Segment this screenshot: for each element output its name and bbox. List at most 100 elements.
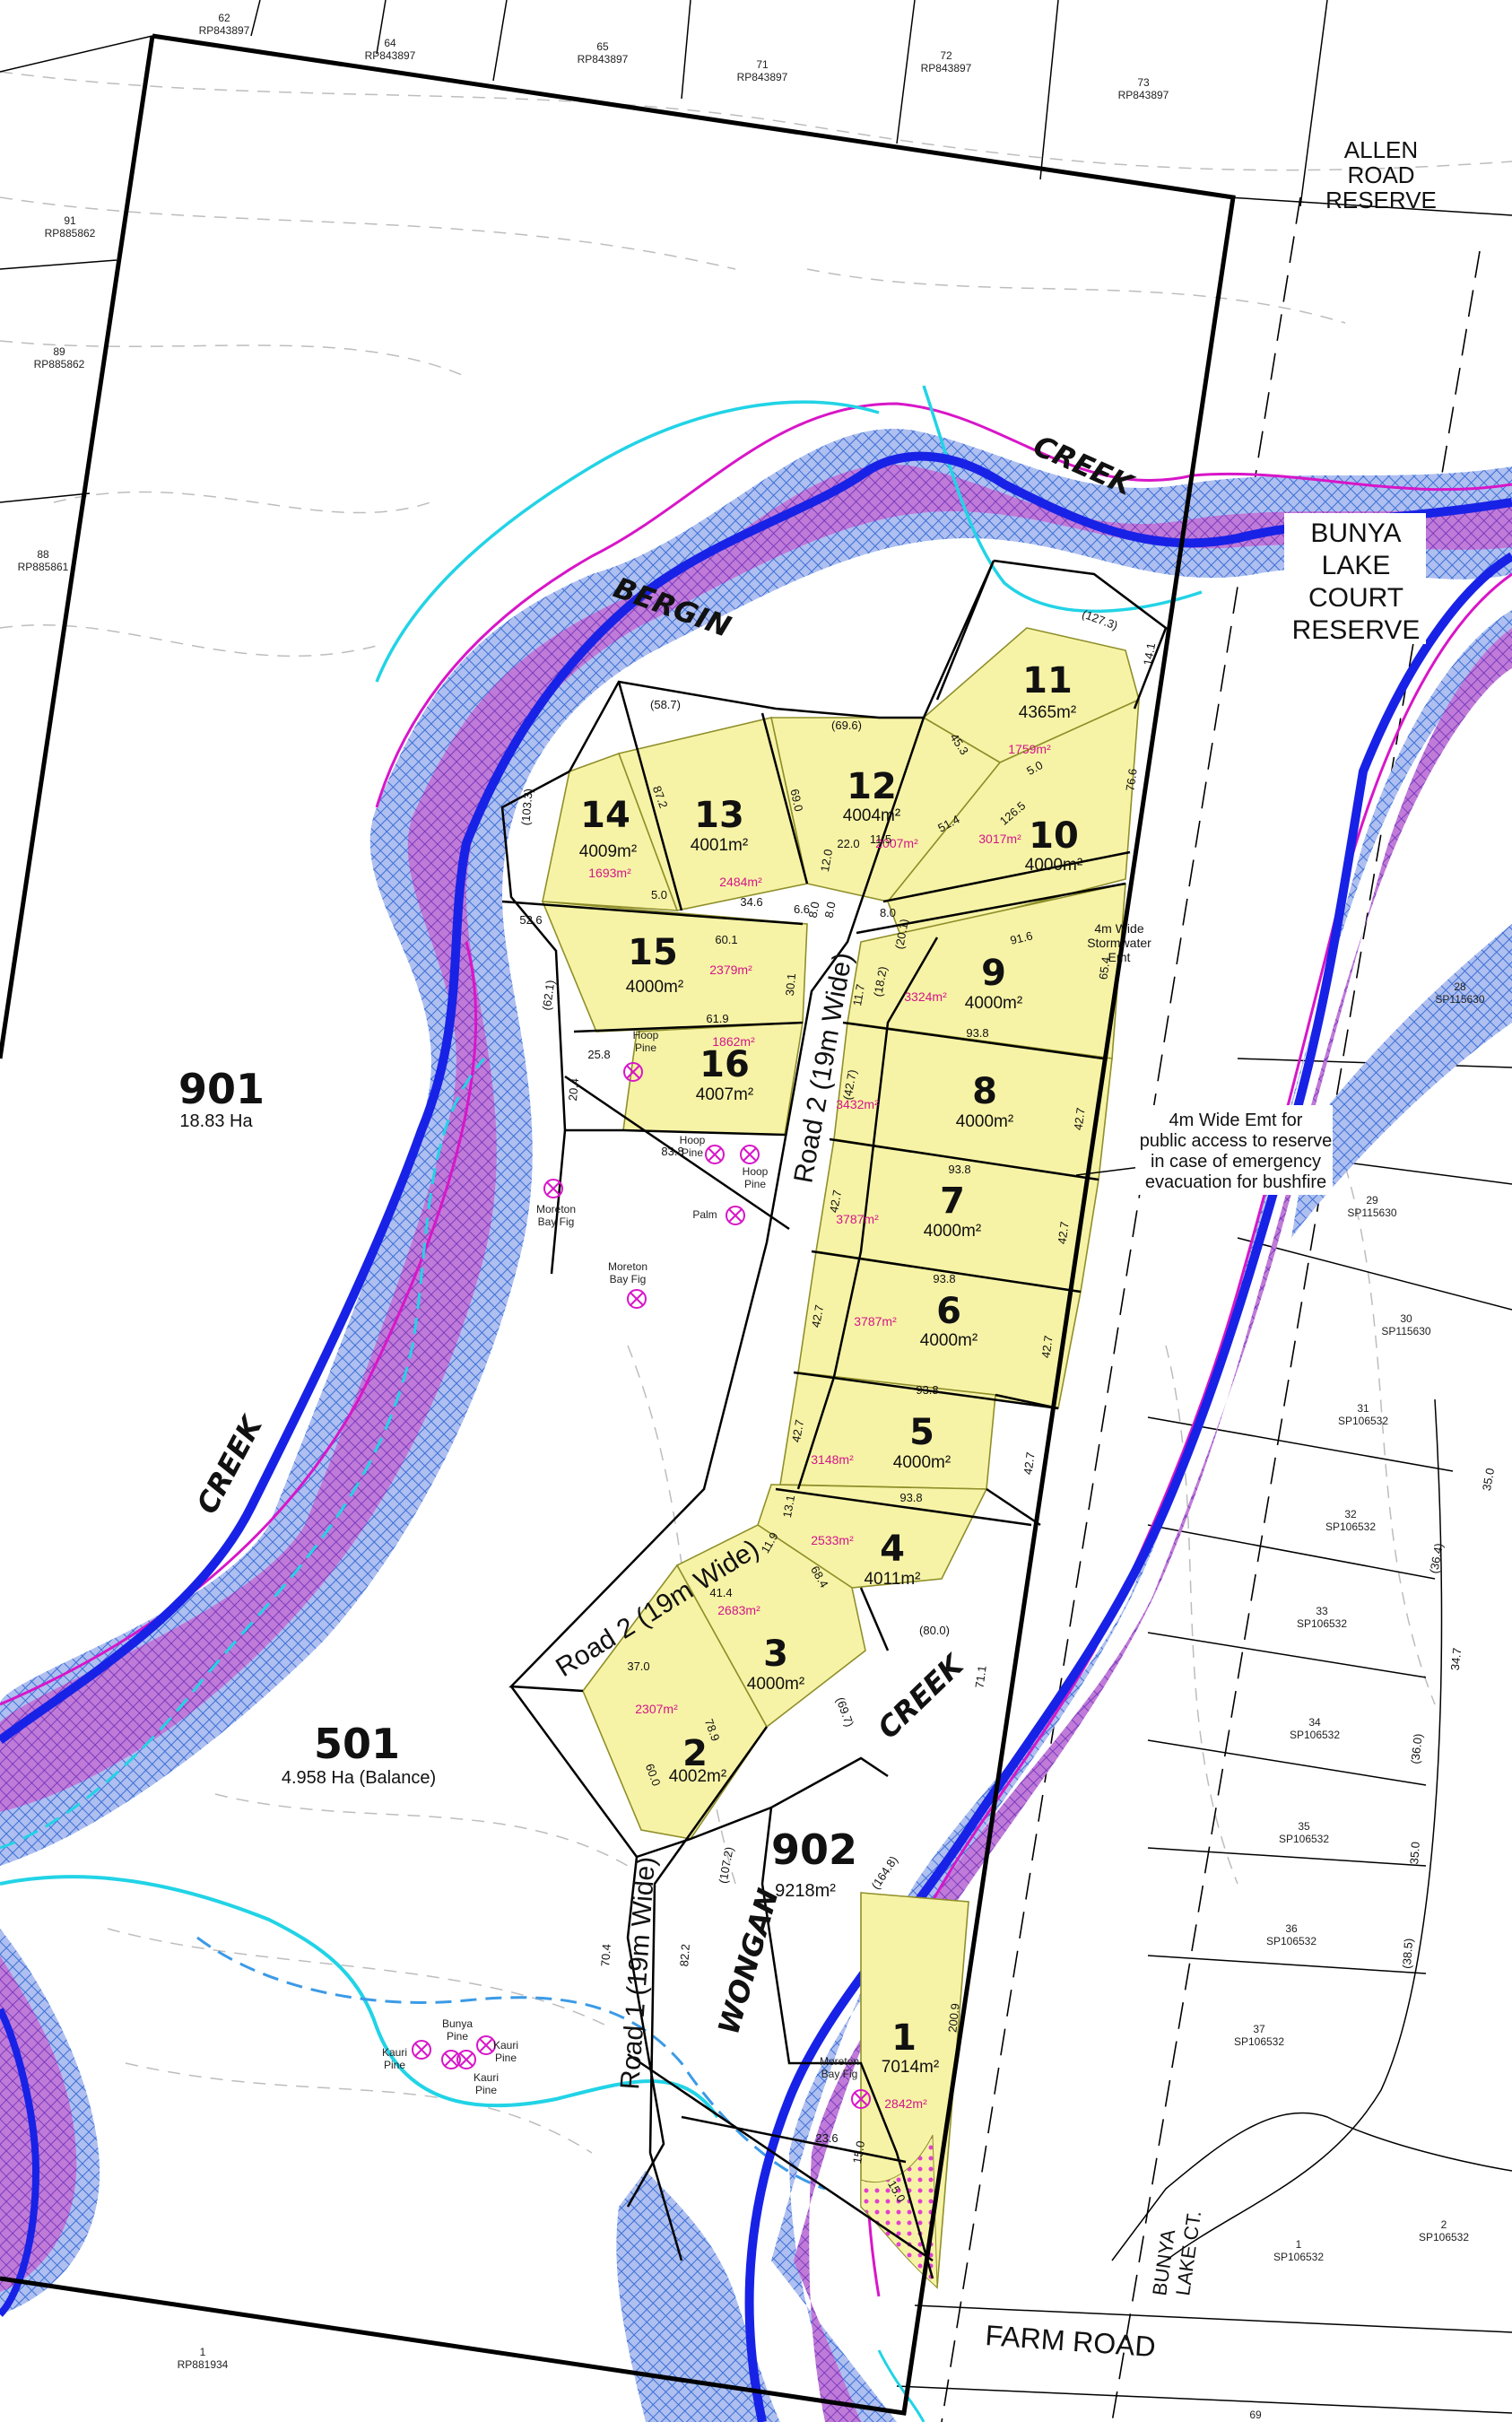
dim-9: 76.6 [1123, 768, 1139, 792]
moreton-label-3b: Bay Fig [821, 2068, 858, 2080]
lot-5-sub: 3148m² [811, 1452, 854, 1467]
kauri-label-3b: Pine [475, 2084, 497, 2096]
kauri-label-2a: Kauri [493, 2039, 518, 2052]
tree-icon [705, 1145, 725, 1164]
dim-21: 8.0 [806, 901, 822, 919]
lot-16-number: 16 [700, 1044, 750, 1085]
bunya-pine-label-b: Pine [447, 2030, 468, 2043]
dim-38: 42.7 [827, 1189, 844, 1214]
parcel-73-plan: RP843897 [1118, 89, 1169, 101]
kauri-label-1a: Kauri [382, 2046, 407, 2059]
allen-reserve-line-2: ROAD [1347, 161, 1414, 188]
hoop-pine-label-3a: Hoop [743, 1165, 769, 1178]
parcel-1-sp: 1 [1296, 2238, 1302, 2251]
dim-19: 34.6 [740, 895, 762, 909]
lot-901-area: 18.83 Ha [179, 1111, 253, 1131]
lot-10-number: 10 [1029, 815, 1079, 857]
dim-68: (36.0) [1408, 1733, 1424, 1764]
dim-69: 35.0 [1407, 1842, 1422, 1865]
lot-2-number: 2 [682, 1733, 708, 1774]
bunya-reserve-line-4: RESERVE [1292, 615, 1421, 645]
lot-15-area: 4000m² [626, 978, 683, 997]
dim-70: (38.5) [1400, 1938, 1415, 1969]
bunya-ct-label-2: LAKE CT. [1171, 2209, 1205, 2297]
lot-15-number: 15 [628, 932, 678, 973]
lot-16-sub: 1862m² [712, 1034, 755, 1049]
dim-1: (58.7) [650, 698, 681, 711]
creek-label-mid: CREEK [871, 1647, 971, 1746]
parcel-34: 34 [1308, 1716, 1321, 1729]
dim-44: 42.7 [789, 1418, 806, 1443]
bunya-reserve-line-2: LAKE [1322, 551, 1391, 580]
lot-7-sub: 3787m² [836, 1212, 879, 1226]
tree-icon [623, 1062, 643, 1082]
lot-3-area: 4000m² [747, 1675, 804, 1694]
dim-7: 14.1 [1141, 641, 1158, 666]
lot-3-number: 3 [763, 1634, 788, 1675]
dim-54: (69.7) [833, 1695, 856, 1729]
lot-1-sub: 2842m² [884, 2096, 927, 2111]
dim-17: 65.4 [1096, 956, 1112, 980]
parcel-32: 32 [1344, 1508, 1357, 1520]
boundary-lines [0, 33, 1236, 2416]
dim-61: 23.6 [815, 2131, 838, 2145]
lot-8-sub: 3432m² [836, 1097, 879, 1111]
lot-14-shape [542, 752, 679, 911]
farm-road-label: FARM ROAD [985, 2319, 1157, 2363]
dim-52: 37.0 [627, 1660, 649, 1673]
moreton-label-1a: Moreton [536, 1203, 576, 1215]
lot-14-number: 14 [580, 795, 630, 836]
parcel-29-plan: SP115630 [1347, 1207, 1396, 1219]
hoop-pine-label-2b: Pine [682, 1146, 703, 1159]
parcel-30-plan: SP115630 [1381, 1325, 1430, 1337]
lot-12-number: 12 [847, 766, 897, 807]
dim-18: 5.0 [651, 888, 667, 902]
dim-30: 93.8 [966, 1026, 988, 1040]
parcel-28: 28 [1454, 980, 1466, 993]
flood-overlay [0, 429, 1512, 2422]
hoop-pine-label-2a: Hoop [680, 1134, 706, 1146]
moreton-label-1b: Bay Fig [538, 1215, 575, 1228]
dim-65: 35.0 [1480, 1467, 1497, 1492]
lot-labels: 11 4365m² 1759m² 10 4000m² 3017m² 12 400… [178, 660, 1082, 2111]
parcel-35-plan: SP106532 [1279, 1833, 1329, 1845]
parcel-37: 37 [1253, 2023, 1265, 2035]
dim-45: 42.7 [1021, 1451, 1037, 1476]
parcel-32-plan: SP106532 [1325, 1520, 1376, 1533]
dim-32: 42.7 [1071, 1107, 1087, 1131]
dim-51: (80.0) [919, 1624, 950, 1637]
hoop-pine-label-1b: Pine [635, 1041, 656, 1054]
lot-10-area: 4000m² [1025, 856, 1082, 875]
dim-3: 69.0 [787, 788, 805, 813]
parcel-88: 88 [37, 548, 49, 561]
lot-14-area: 4009m² [579, 842, 637, 861]
parcel-73: 73 [1137, 76, 1150, 89]
lot-12-sub: 2007m² [875, 836, 918, 850]
lot-2-shape [582, 1564, 768, 1840]
parcel-72-plan: RP843897 [921, 62, 972, 74]
parcel-35: 35 [1298, 1820, 1310, 1833]
dim-47: 13.1 [780, 1494, 797, 1519]
lot-11-sub: 1759m² [1008, 742, 1051, 756]
kauri-label-1b: Pine [384, 2059, 405, 2071]
stormwater-emt-line-3: Emt [1108, 950, 1131, 964]
reserve-labels: ALLEN ROAD RESERVE BUNYA LAKE COURT RESE… [1284, 136, 1437, 645]
lot-901-number: 901 [178, 1065, 265, 1113]
easement-labels: 4m Wide Stormwater Emt 4m Wide Emt for p… [1087, 921, 1333, 1195]
allen-reserve-line-3: RESERVE [1325, 187, 1437, 213]
tree-icon [543, 1179, 563, 1198]
lot-902-number: 902 [771, 1825, 857, 1874]
lot-13-area: 4001m² [691, 836, 748, 855]
bunya-reserve-line-1: BUNYA [1310, 518, 1401, 548]
lot-5-area: 4000m² [893, 1453, 951, 1472]
tree-symbols [412, 1062, 871, 2109]
access-emt-line-2: public access to reserve [1140, 1131, 1333, 1151]
lot-501-area: 4.958 Ha (Balance) [282, 1768, 436, 1788]
dim-33: 25.8 [587, 1048, 610, 1061]
access-emt-line-1: 4m Wide Emt for [1169, 1111, 1303, 1130]
lot-2-sub: 2307m² [635, 1702, 678, 1716]
lot-11-area: 4365m² [1019, 703, 1076, 722]
tree-icon [456, 2050, 476, 2069]
